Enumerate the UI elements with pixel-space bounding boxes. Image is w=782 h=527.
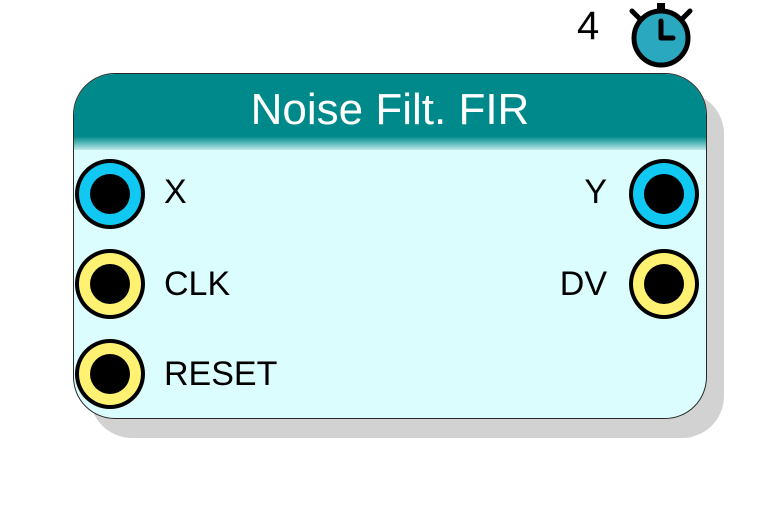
input-port-x[interactable] xyxy=(73,157,147,231)
input-label-clk: CLK xyxy=(164,265,231,303)
input-label-x: X xyxy=(164,173,187,211)
output-port-dv[interactable] xyxy=(627,247,701,321)
output-port-y[interactable] xyxy=(627,157,701,231)
output-label-y: Y xyxy=(584,173,607,211)
output-label-dv: DV xyxy=(559,265,607,303)
block-title: Noise Filt. FIR xyxy=(250,85,530,134)
input-port-reset[interactable] xyxy=(73,337,147,411)
block-header: Noise Filt. FIR xyxy=(74,74,706,150)
input-label-reset: RESET xyxy=(164,355,278,393)
timer-count: 4 xyxy=(577,4,600,48)
input-port-clk[interactable] xyxy=(73,247,147,321)
stopwatch-icon xyxy=(629,3,693,68)
fir-filter-block[interactable]: Noise Filt. FIR xyxy=(73,73,707,419)
